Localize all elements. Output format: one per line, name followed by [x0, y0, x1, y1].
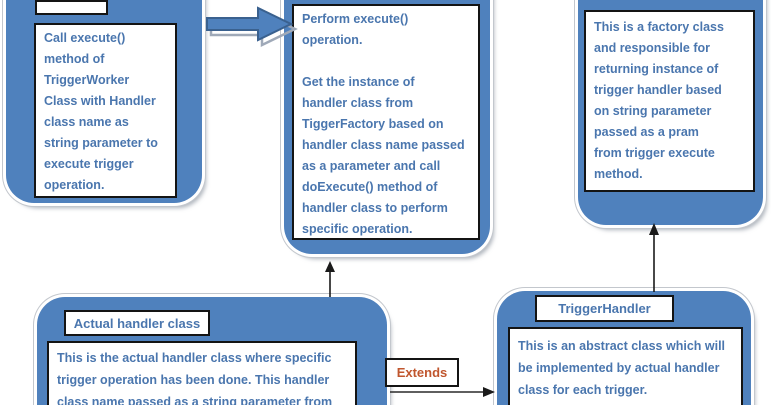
trigger-worker-body-box: Call execute() method of TriggerWorker C…: [34, 23, 177, 198]
container-trigger-factory: This is a factory class and responsible …: [578, 0, 763, 225]
actual-handler-body-box: This is the actual handler class where s…: [47, 341, 357, 405]
trigger-handler-body-box: This is an abstract class which will be …: [508, 327, 743, 405]
actual-handler-title-box: Actual handler class: [64, 310, 210, 336]
trigger-handler-title-box: TriggerHandler: [535, 295, 674, 322]
container-trigger-worker: Call execute() method of TriggerWorker C…: [6, 0, 202, 203]
execute-operation-body-box: Perform execute() operation. Get the ins…: [292, 4, 480, 240]
up-arrow-left-icon: [325, 261, 335, 297]
extends-label-text: Extends: [396, 365, 448, 380]
container-actual-handler: Actual handler class This is the actual …: [37, 297, 387, 405]
extends-arrow-icon: [390, 387, 495, 397]
trigger-worker-title-box: [35, 0, 108, 15]
container-trigger-handler: TriggerHandler This is an abstract class…: [497, 291, 751, 405]
up-arrow-right-icon: [649, 223, 659, 292]
trigger-factory-body-box: This is a factory class and responsible …: [584, 10, 755, 192]
container-execute-operation: Perform execute() operation. Get the ins…: [284, 0, 490, 254]
actual-handler-title: Actual handler class: [73, 315, 201, 331]
extends-label: Extends: [385, 358, 459, 387]
flow-arrow-icon: [206, 6, 298, 47]
trigger-handler-title: TriggerHandler: [558, 301, 651, 316]
